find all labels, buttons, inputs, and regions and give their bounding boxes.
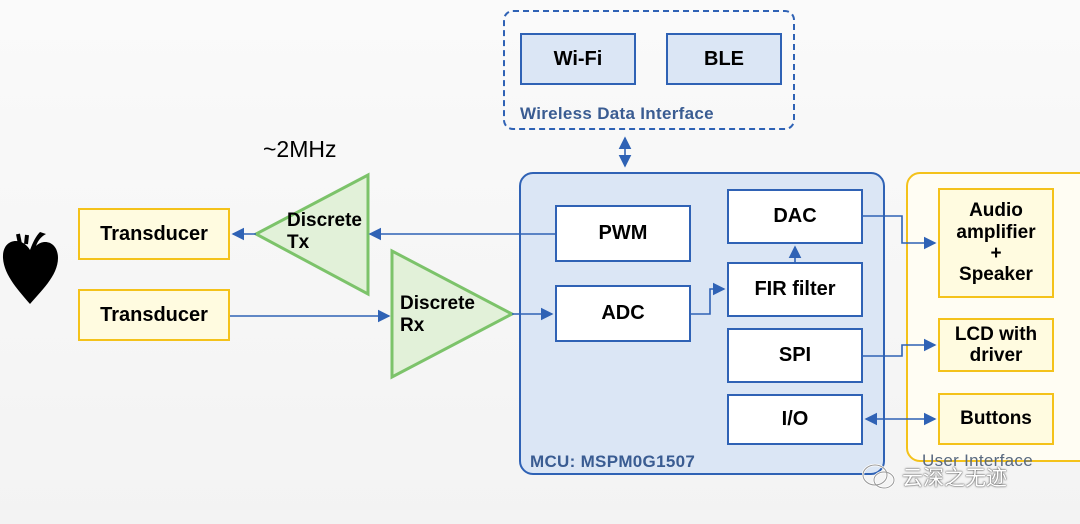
fir-filter-block: FIR filter [727,262,863,317]
wireless-caption: Wireless Data Interface [520,104,714,123]
wireless-interface-container [503,10,795,130]
audio-line-1: Audio [969,200,1023,222]
watermark: 云深之无迹 [862,462,1007,492]
adc-to-fir-line [691,282,726,315]
pwm-block: PWM [555,205,691,262]
dac-to-audio-line [863,215,937,250]
adc-block: ADC [555,285,691,342]
discrete-tx-amplifier [252,172,370,297]
discrete-tx-line-1: Discrete [287,210,362,231]
heart-icon [2,232,58,304]
discrete-rx-line-2: Rx [400,314,425,336]
mcu-caption: MCU: MSPM0G1507 [530,452,696,471]
buttons-block: Buttons [938,393,1054,445]
wechat-icon [862,463,896,490]
user-interface-caption: User Interface [922,451,1033,470]
dac-block: DAC [727,189,863,244]
discrete-rx-amplifier [390,248,516,380]
transducer-tx-block: Transducer [78,208,230,260]
discrete-tx-line-2: Tx [287,231,310,253]
transducer-rx-block: Transducer [78,289,230,341]
io-block: I/O [727,394,863,445]
frequency-label: ~2MHz [263,136,337,162]
discrete-tx-label: Discrete Tx [287,210,362,254]
lcd-driver-block: LCD with driver [938,318,1054,372]
audio-line-3: + [990,243,1002,264]
lcd-line-1: LCD with [954,323,1038,345]
ble-block: BLE [666,33,782,85]
discrete-rx-line-1: Discrete [400,293,475,314]
spi-to-lcd-line [863,338,937,357]
audio-amplifier-block: Audio amplifier + Speaker [938,188,1054,298]
lcd-line-2: driver [969,345,1023,366]
audio-line-2: amplifier [956,221,1036,243]
wifi-block: Wi-Fi [520,33,636,85]
discrete-rx-label: Discrete Rx [400,293,475,337]
watermark-text: 云深之无迹 [902,466,1007,490]
audio-line-4: Speaker [959,264,1033,286]
spi-block: SPI [727,328,863,383]
